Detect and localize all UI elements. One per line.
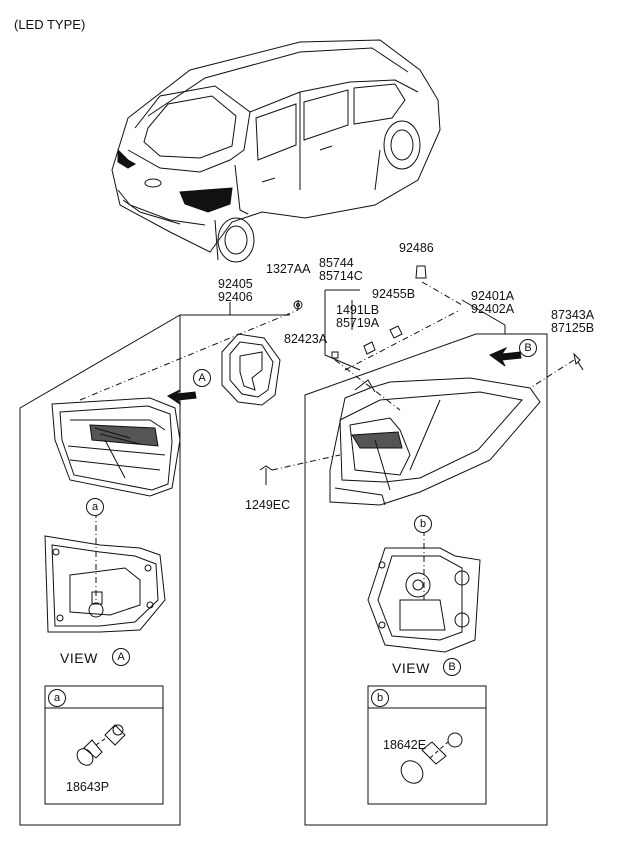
part-label-1491lb: 1491LB	[336, 303, 380, 317]
part-label-92486: 92486	[399, 241, 434, 255]
part-label-87343a: 87343A	[551, 308, 595, 322]
marker-a-detail: a	[86, 498, 104, 516]
part-label-1249ec: 1249EC	[245, 498, 291, 512]
arrow-a	[167, 389, 197, 406]
part-label-92402a: 92402A	[471, 302, 515, 316]
part-label-92401a: 92401A	[471, 289, 515, 303]
part-label-85719a: 85719A	[336, 316, 380, 330]
gasket	[221, 333, 281, 406]
part-label-18642e: 18642E	[383, 738, 427, 752]
screw-87343a	[573, 352, 584, 371]
car-illustration	[111, 39, 441, 263]
view-a-drawing	[44, 535, 166, 633]
arrow-b	[489, 346, 522, 367]
marker-b-inset: b	[371, 689, 389, 707]
part-label-1327aa: 1327AA	[266, 262, 311, 276]
bulb-18643p	[76, 724, 126, 766]
marker-a-inset: a	[48, 689, 66, 707]
screw-1249ec	[259, 465, 273, 485]
part-label-18643p: 18643P	[66, 780, 110, 794]
nut-1327aa	[293, 300, 303, 310]
part-label-92406: 92406	[218, 290, 253, 304]
inset-box-a	[44, 685, 164, 805]
view-a-marker: A	[112, 648, 130, 666]
bulb-18642e	[400, 732, 463, 784]
part-label-92455b: 92455B	[372, 287, 416, 301]
view-a-label: VIEW	[60, 650, 98, 666]
page-title: (LED TYPE)	[14, 17, 86, 32]
part-label-85714c: 85714C	[319, 269, 363, 283]
part-label-87125b: 87125B	[551, 321, 595, 335]
marker-b-arrow: B	[519, 339, 537, 357]
inset-box-b	[367, 685, 487, 805]
inner-lamp-a	[51, 397, 181, 497]
part-label-82423a: 82423A	[284, 332, 328, 346]
marker-a-arrow: A	[193, 369, 211, 387]
part-label-92405: 92405	[218, 277, 253, 291]
view-b-marker: B	[443, 658, 461, 676]
part-label-85744: 85744	[319, 256, 354, 270]
marker-b-detail: b	[414, 515, 432, 533]
outer-lamp-b	[329, 377, 541, 506]
connector-parts	[331, 265, 427, 359]
view-b-label: VIEW	[392, 660, 430, 676]
left-panel-outline	[19, 314, 290, 826]
view-b-drawing	[367, 547, 481, 653]
